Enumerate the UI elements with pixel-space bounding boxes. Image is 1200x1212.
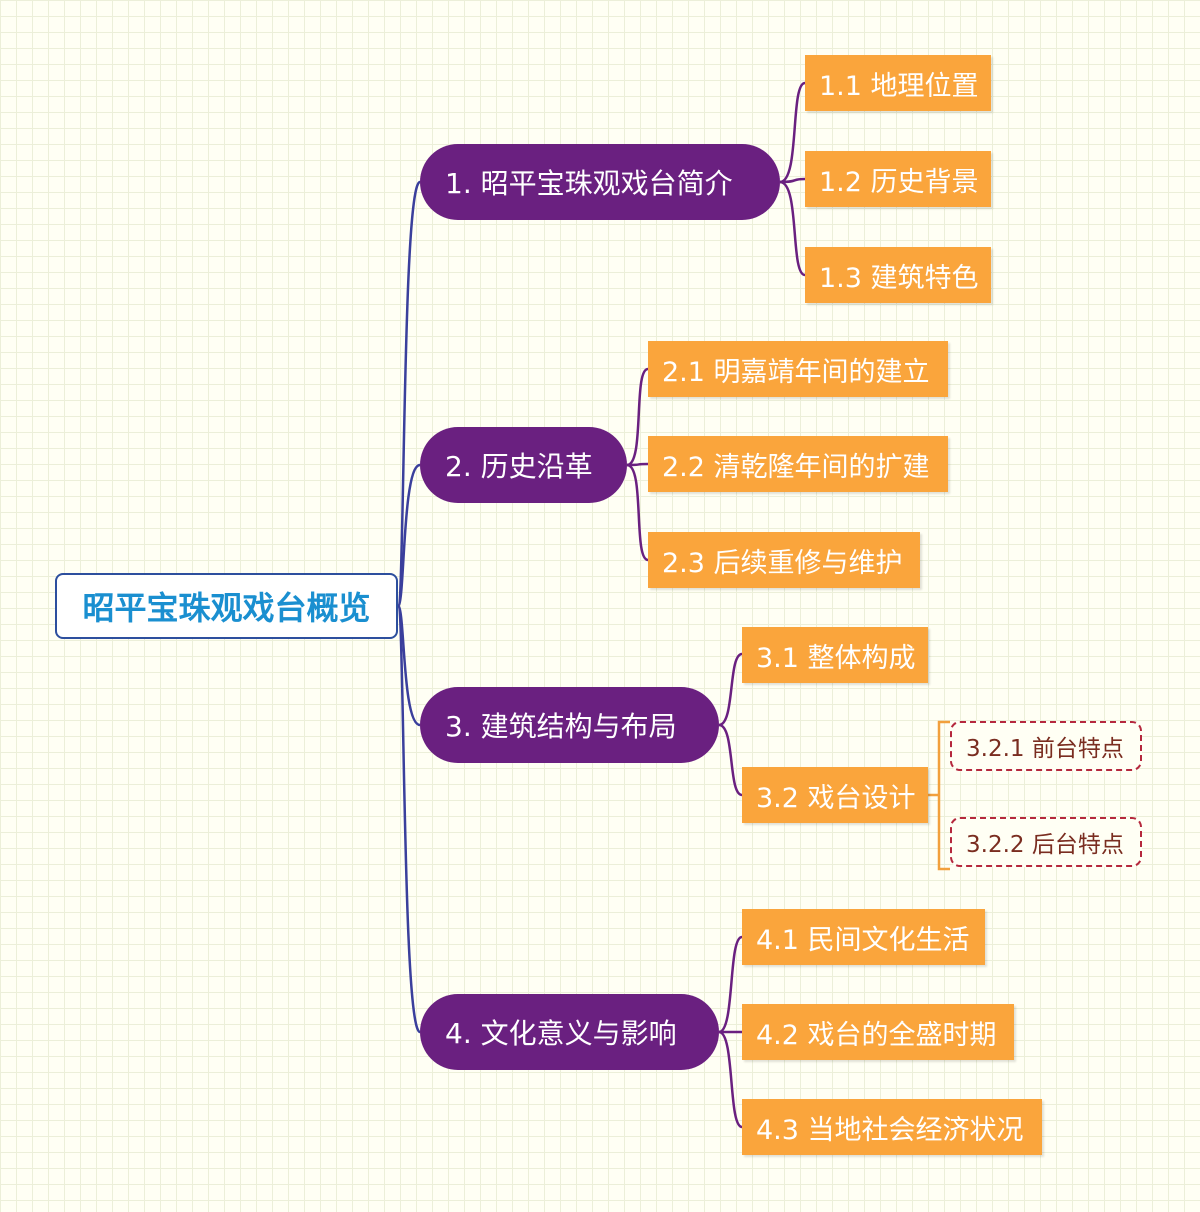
- link-b2-s1: [626, 367, 649, 467]
- subtopic-1-2[interactable]: 1.2 历史背景: [805, 151, 991, 207]
- subtopic-3-2[interactable]: 3.2 戏台设计: [742, 767, 928, 823]
- link-s32-details: [928, 720, 950, 871]
- subtopic-2-3[interactable]: 2.3 后续重修与维护: [648, 532, 920, 588]
- branch-4-topic[interactable]: 4. 文化意义与影响: [420, 994, 719, 1070]
- detail-3-2-2[interactable]: 3.2.2 后台特点: [950, 817, 1142, 867]
- link-root-branch-4: [396, 604, 422, 1034]
- link-b1-s3: [779, 180, 806, 277]
- subtopic-4-1[interactable]: 4.1 民间文化生活: [742, 909, 985, 965]
- subtopic-1-1[interactable]: 1.1 地理位置: [805, 55, 991, 111]
- root-topic[interactable]: 昭平宝珠观戏台概览: [55, 573, 398, 639]
- subtopic-2-1[interactable]: 2.1 明嘉靖年间的建立: [648, 341, 948, 397]
- link-b1-s2: [779, 177, 806, 184]
- link-b4-s3: [718, 1030, 743, 1129]
- subtopic-4-2[interactable]: 4.2 戏台的全盛时期: [742, 1004, 1014, 1060]
- link-b2-s3: [626, 463, 649, 562]
- subtopic-3-1[interactable]: 3.1 整体构成: [742, 627, 928, 683]
- link-b4-s1: [718, 935, 743, 1034]
- branch-2-topic[interactable]: 2. 历史沿革: [420, 427, 627, 503]
- branch-1-topic[interactable]: 1. 昭平宝珠观戏台简介: [420, 144, 780, 220]
- detail-3-2-1[interactable]: 3.2.1 前台特点: [950, 721, 1142, 771]
- branch-3-topic[interactable]: 3. 建筑结构与布局: [420, 687, 719, 763]
- subtopic-1-3[interactable]: 1.3 建筑特色: [805, 247, 991, 303]
- subtopic-2-2[interactable]: 2.2 清乾隆年间的扩建: [648, 436, 948, 492]
- link-b3-s1: [718, 652, 743, 727]
- subtopic-4-3[interactable]: 4.3 当地社会经济状况: [742, 1099, 1042, 1155]
- link-root-branch-2: [396, 463, 421, 608]
- link-b2-s2: [626, 462, 649, 467]
- link-root-branch-1: [396, 180, 422, 608]
- link-b3-s2: [718, 723, 743, 797]
- link-b1-s1: [779, 81, 806, 184]
